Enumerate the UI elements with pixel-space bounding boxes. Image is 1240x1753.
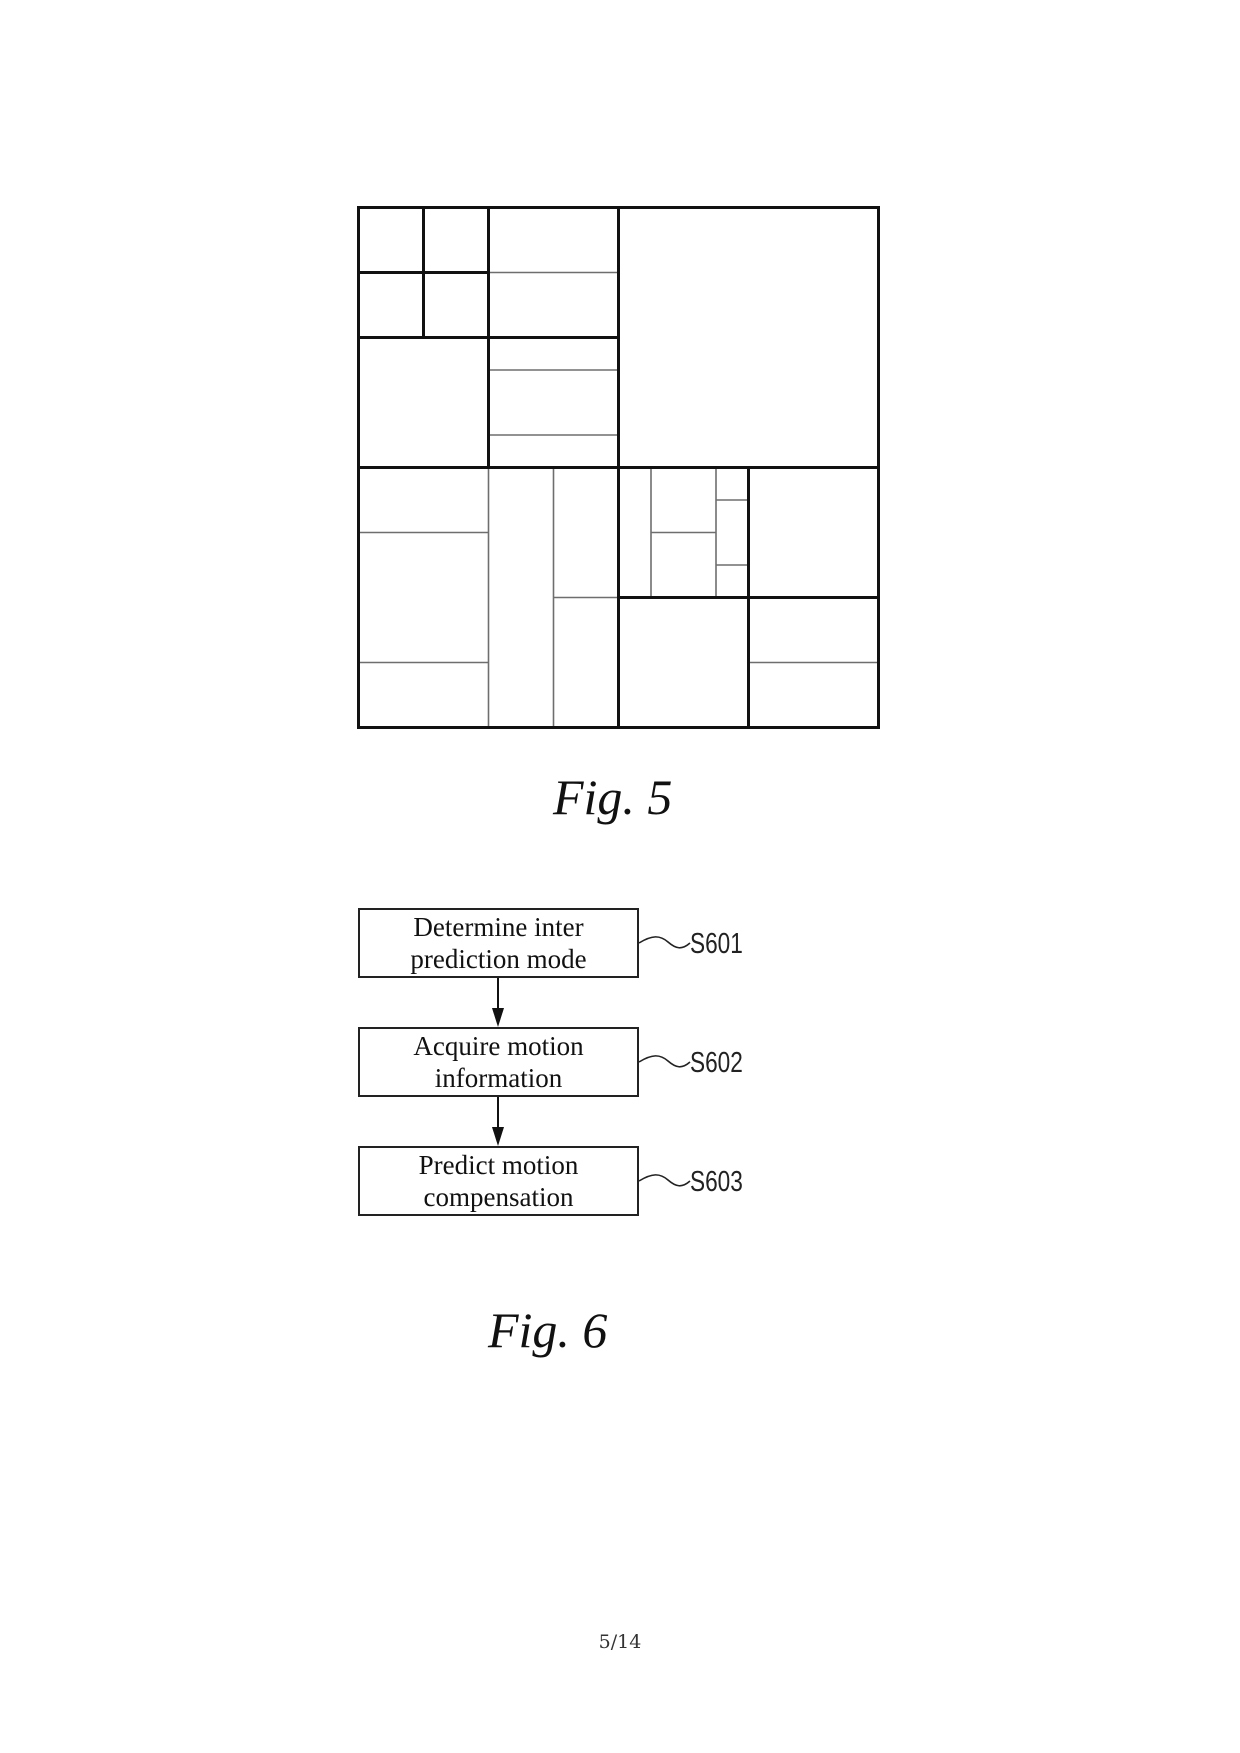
step-text-line1: Determine inter	[413, 912, 584, 942]
thin-partition-lines	[358, 271, 879, 728]
arrow-s602-to-s603-head	[492, 1127, 504, 1146]
flow-step-s603: Predict motion compensation	[358, 1146, 639, 1216]
step-label-s602: S602	[690, 1047, 743, 1079]
step-text-line2: information	[434, 1063, 563, 1093]
block-partition-diagram	[357, 206, 880, 729]
thick-partition-lines	[358, 207, 879, 728]
step-label-s601: S601	[690, 928, 743, 960]
step-text-line1: Acquire motion	[413, 1031, 584, 1061]
step-text-line1: Predict motion	[418, 1150, 579, 1180]
page-number: 5/14	[598, 1631, 642, 1653]
figure-5-caption: Fig. 5	[553, 769, 673, 825]
figure-6-caption: Fig. 6	[488, 1302, 608, 1358]
step-text-line2: prediction mode	[410, 944, 587, 974]
step-text-line2: compensation	[423, 1182, 574, 1212]
arrow-s601-to-s602-head	[492, 1008, 504, 1027]
leader-tilde-s601	[638, 936, 691, 949]
leader-tilde-s603	[638, 1174, 691, 1187]
flow-step-s602: Acquire motion information	[358, 1027, 639, 1097]
step-label-s603: S603	[690, 1166, 743, 1198]
flow-step-s601: Determine inter prediction mode	[358, 908, 639, 978]
ctu-outer-border	[357, 206, 880, 729]
leader-tilde-s602	[638, 1055, 691, 1068]
